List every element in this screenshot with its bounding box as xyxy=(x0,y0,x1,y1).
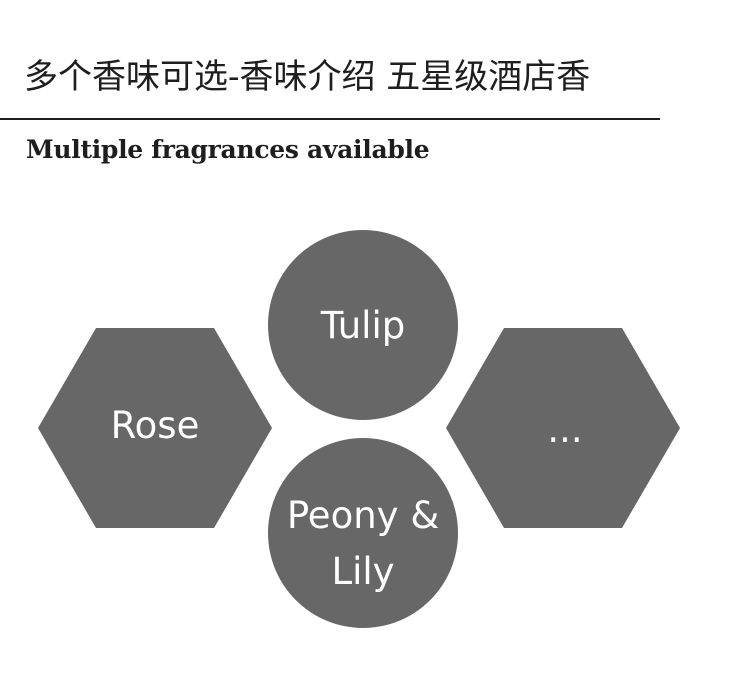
more-label: ... xyxy=(547,408,582,451)
page-subtitle: Multiple fragrances available xyxy=(26,135,430,164)
peony-lily-label-line1: Peony & xyxy=(287,494,439,537)
peony-lily-label-line2: Lily xyxy=(331,550,394,593)
fragrance-peony-lily: Peony & Lily xyxy=(268,438,458,628)
fragrance-rose: Rose xyxy=(38,328,272,528)
more-hexagon xyxy=(446,328,680,528)
fragrance-tulip: Tulip xyxy=(268,230,458,420)
page-title: 多个香味可选-香味介绍 五星级酒店香 xyxy=(24,57,591,97)
title-divider xyxy=(0,118,660,120)
tulip-label: Tulip xyxy=(320,304,405,347)
rose-label: Rose xyxy=(111,404,200,447)
rose-hexagon xyxy=(38,328,272,528)
fragrance-more: ... xyxy=(446,328,680,528)
peony-lily-circle xyxy=(268,438,458,628)
tulip-circle xyxy=(268,230,458,420)
